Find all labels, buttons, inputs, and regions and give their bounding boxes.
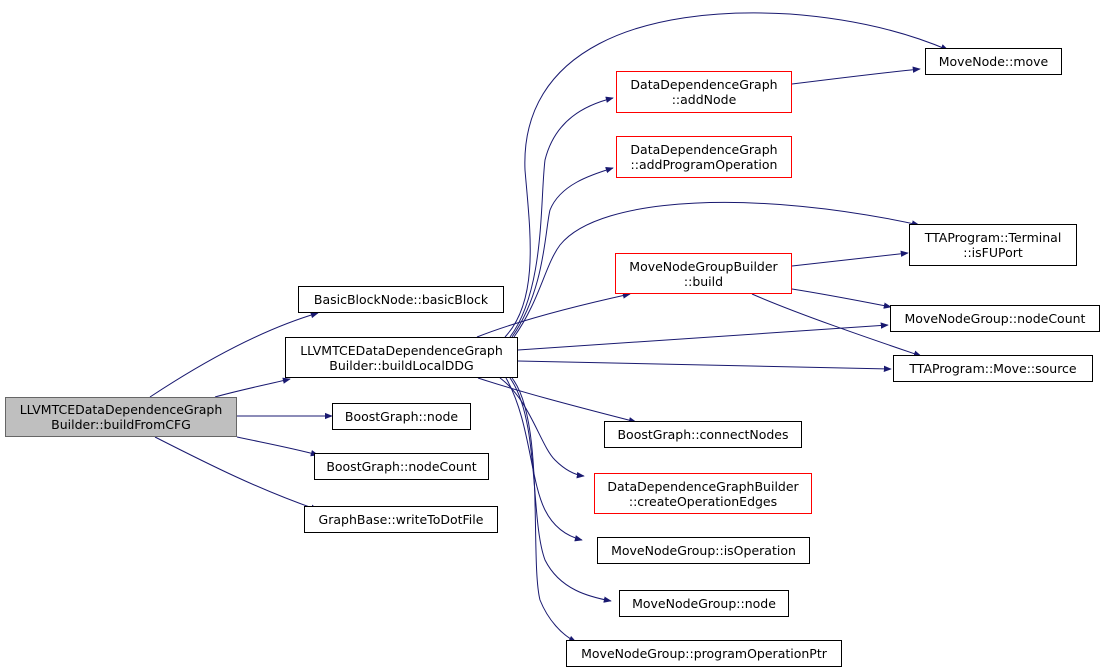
node-isoperation[interactable]: MoveNodeGroup::isOperation: [597, 537, 810, 564]
node-label-line2: ::isFUPort: [963, 245, 1023, 260]
edge-ddg-mngnode: [509, 377, 612, 603]
edge-ddg-connectnodes: [477, 377, 637, 424]
node-mngbbuild[interactable]: MoveNodeGroupBuilder::build: [615, 253, 792, 294]
node-label-line1: TTAProgram::Terminal: [924, 230, 1062, 245]
edge-addnode-movenodemove: [791, 66, 921, 85]
edge-ddg-mngnodecount: [517, 322, 889, 351]
edge-mngbbuild-isfuport: [791, 250, 909, 267]
edge-root-writetodotfile: [154, 436, 319, 511]
node-label-line1: LLVMTCEDataDependenceGraph: [300, 342, 503, 358]
node-label-line2: ::addProgramOperation: [630, 157, 778, 172]
node-label: BoostGraph::nodeCount: [326, 459, 477, 474]
edge-ddg-movenodemove: [504, 12, 949, 338]
edge-ddg-createoperationedges: [499, 377, 585, 479]
node-label: TTAProgram::Move::source: [909, 361, 1077, 376]
edge-ddg-programoperationptr: [511, 377, 577, 643]
node-createoperationedges[interactable]: DataDependenceGraphBuilder::createOperat…: [594, 473, 812, 514]
edge-ddg-isfuport: [513, 202, 920, 338]
node-label-line2: Builder::buildLocalDDG: [329, 357, 474, 373]
node-label: BoostGraph::node: [344, 409, 459, 424]
edge-root-basicblock: [149, 311, 319, 398]
edge-ddg-addnode: [509, 96, 614, 338]
node-label: BoostGraph::connectNodes: [617, 427, 789, 442]
edge-ddg-isoperation: [505, 377, 583, 542]
node-mngnode[interactable]: MoveNodeGroup::node: [619, 590, 789, 617]
edge-ddg-mngbbuild: [476, 292, 631, 338]
node-basicblock[interactable]: BasicBlockNode::basicBlock: [298, 286, 504, 313]
node-isfuport[interactable]: TTAProgram::Terminal::isFUPort: [909, 224, 1077, 266]
node-connectnodes[interactable]: BoostGraph::connectNodes: [604, 421, 802, 448]
node-label: MoveNodeGroup::nodeCount: [904, 311, 1086, 326]
edge-mngbbuild-mngnodecount: [791, 288, 892, 309]
node-addnode[interactable]: DataDependenceGraph::addNode: [616, 71, 792, 113]
node-bgnodecount[interactable]: BoostGraph::nodeCount: [314, 453, 489, 480]
node-label-line2: Builder::buildFromCFG: [51, 417, 191, 432]
node-label-line1: DataDependenceGraphBuilder: [607, 478, 799, 494]
node-label-line1: DataDependenceGraph: [630, 77, 778, 92]
node-label-line2: ::build: [683, 273, 724, 289]
node-label: MoveNodeGroup::isOperation: [611, 543, 796, 558]
node-label: MoveNode::move: [938, 54, 1049, 69]
node-label: MoveNodeGroup::programOperationPtr: [581, 646, 827, 661]
node-label-line2: ::addNode: [671, 92, 737, 107]
node-label: BasicBlockNode::basicBlock: [313, 292, 489, 307]
node-bgnode[interactable]: BoostGraph::node: [332, 403, 471, 430]
edge-mngbbuild-movesource: [751, 293, 922, 357]
node-addprogramoperation[interactable]: DataDependenceGraph::addProgramOperation: [616, 136, 792, 178]
node-label-line1: LLVMTCEDataDependenceGraph: [19, 402, 223, 417]
node-writetodotfile[interactable]: GraphBase::writeToDotFile: [304, 506, 498, 533]
node-movesource[interactable]: TTAProgram::Move::source: [893, 355, 1093, 382]
edge-root-buildlocalddg: [214, 377, 291, 398]
edge-ddg-movesource: [517, 360, 892, 373]
node-label-line1: DataDependenceGraph: [630, 142, 778, 157]
node-label: GraphBase::writeToDotFile: [318, 512, 484, 527]
edge-ddg-addprogramoperation: [511, 167, 614, 338]
node-programoperationptr[interactable]: MoveNodeGroup::programOperationPtr: [566, 640, 842, 667]
node-label-line2: ::createOperationEdges: [628, 493, 778, 509]
edge-root-bgnodecount: [236, 436, 319, 457]
node-mngnodecount[interactable]: MoveNodeGroup::nodeCount: [890, 305, 1100, 332]
node-label-line1: MoveNodeGroupBuilder: [629, 258, 778, 274]
node-label: MoveNodeGroup::node: [632, 596, 776, 611]
node-movenodemove[interactable]: MoveNode::move: [925, 48, 1062, 75]
